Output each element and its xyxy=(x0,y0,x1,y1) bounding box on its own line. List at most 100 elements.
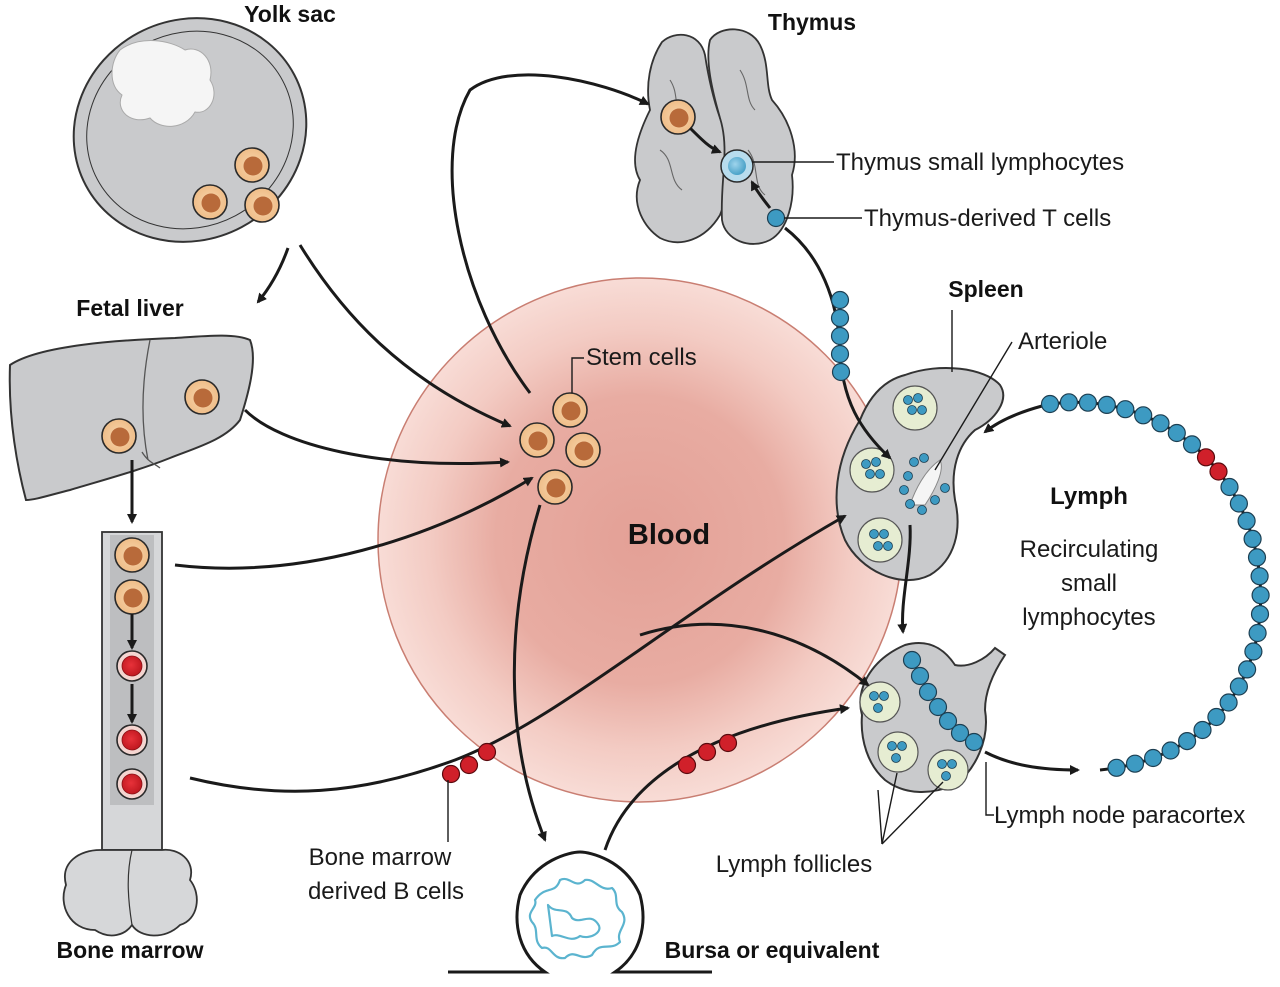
lymph-node-paracortex-label: Lymph node paracortex xyxy=(994,802,1245,829)
b-lymphocyte-icon xyxy=(116,768,148,800)
b-lymphocyte-icon xyxy=(697,742,717,762)
t-lymphocyte-icon xyxy=(1059,393,1079,412)
b-lymphocyte-icon xyxy=(677,755,697,775)
lymph-node xyxy=(859,642,1007,793)
t-lymphocyte-icon xyxy=(830,308,850,328)
t-lymphocyte-icon xyxy=(1250,567,1269,586)
t-lymphocyte-icon xyxy=(1134,406,1153,425)
t-lymphocyte-icon xyxy=(1193,720,1212,740)
arrow-icon xyxy=(256,247,290,304)
stem-cell-icon xyxy=(244,187,280,223)
t-lymphocyte-icon xyxy=(1151,414,1170,433)
t-lymphocyte-icon xyxy=(1219,693,1238,712)
t-lymphocyte-icon xyxy=(1177,731,1197,751)
t-lymphocyte-icon xyxy=(1248,623,1267,643)
t-lymphocyte-icon xyxy=(1250,604,1270,624)
bm-b-cells-label-line1: Bone marrow xyxy=(309,844,452,871)
lymph-recirculation-beads xyxy=(1040,393,1270,777)
arrow-icon xyxy=(688,126,722,154)
leader-lines xyxy=(447,161,1013,845)
yolk-sac xyxy=(72,17,308,243)
t-lymphocyte-icon xyxy=(1243,529,1262,549)
t-lymphocyte-icon xyxy=(1143,748,1163,768)
t-lymphocyte-icon xyxy=(902,650,922,670)
thymus-derived-t-cells-label: Thymus-derived T cells xyxy=(864,205,1111,232)
t-lymphocyte-icon xyxy=(1220,477,1239,497)
stem-cell-icon xyxy=(184,379,220,415)
spleen-label: Spleen xyxy=(948,276,1023,302)
arrow-icon xyxy=(450,73,650,394)
bone-marrow-label: Bone marrow xyxy=(57,937,204,963)
arrow-icon xyxy=(189,514,847,793)
t-lymphocyte-icon xyxy=(831,362,851,382)
recirculating-label-line2: small xyxy=(1061,570,1117,597)
fetal-liver xyxy=(8,334,254,502)
t-lymphocyte-icon xyxy=(1207,707,1226,727)
stem-cell-icon xyxy=(234,147,270,183)
t-lymphocyte-icon xyxy=(1116,400,1135,419)
b-lymphocyte-icon xyxy=(1196,448,1216,467)
lymph-follicles-label: Lymph follicles xyxy=(716,851,873,878)
arrow-icon xyxy=(298,244,512,428)
stem-cell-icon xyxy=(192,184,228,220)
t-lymphocyte-icon xyxy=(830,290,850,310)
b-lymphocyte-icon xyxy=(459,755,479,775)
t-lymphocyte-icon xyxy=(1125,754,1145,773)
fetal-liver-label: Fetal liver xyxy=(76,295,183,321)
bone-marrow xyxy=(62,531,198,937)
arrow-icon xyxy=(174,476,534,570)
stem-cell-icon xyxy=(565,432,601,468)
t-lymphocyte-icon xyxy=(910,666,930,686)
t-lymphocyte-icon xyxy=(1229,677,1249,696)
arrow-icon xyxy=(983,404,1043,434)
recirculating-label-line1: Recirculating xyxy=(1020,536,1159,563)
b-lymphocyte-icon xyxy=(116,724,148,756)
t-lymphocyte-icon xyxy=(1107,758,1126,777)
t-lymphocyte-icon xyxy=(1040,394,1060,414)
stem-cell-icon xyxy=(519,422,555,458)
arrow-icon xyxy=(897,524,912,634)
stem-cell-icon xyxy=(114,537,150,573)
arrow-icon xyxy=(603,704,850,851)
t-lymphocyte-icon xyxy=(766,208,786,228)
bm-b-cells-label-line2: derived B cells xyxy=(308,878,464,905)
stem-cell-icon xyxy=(114,579,150,615)
t-lymphocyte-icon xyxy=(1229,494,1249,513)
t-lymphocyte-icon xyxy=(1237,511,1256,531)
b-lymphocyte-icon xyxy=(477,742,497,762)
t-lymphocyte-icon xyxy=(964,732,984,752)
arrow-icon xyxy=(243,408,510,468)
b-lymphocyte-icon xyxy=(718,733,738,753)
blood-label: Blood xyxy=(628,519,710,551)
b-lymphocyte-icon xyxy=(116,650,148,682)
arteriole-label: Arteriole xyxy=(1018,328,1107,355)
b-lymphocyte-icon xyxy=(441,764,461,784)
thymus xyxy=(634,28,796,245)
stem-cell-icon xyxy=(552,392,588,428)
t-lymphocyte-icon xyxy=(1078,393,1098,412)
thymus-small-lymphocytes-label: Thymus small lymphocytes xyxy=(836,149,1124,176)
recirculating-label-line3: lymphocytes xyxy=(1022,604,1155,631)
stem-cells-label: Stem cells xyxy=(586,344,697,371)
lymph-node-lymphocytes xyxy=(869,650,984,781)
stem-cell-icon xyxy=(537,469,573,505)
t-lymphocyte-icon xyxy=(1097,395,1116,414)
t-lymphocyte-icon xyxy=(1161,741,1180,760)
t-lymphocyte-icon xyxy=(1237,660,1257,679)
t-lymphocyte-icon xyxy=(830,326,850,346)
t-lymphocyte-icon xyxy=(1167,423,1186,443)
t-lymphocyte-icon xyxy=(830,344,850,364)
bursa xyxy=(448,850,712,974)
arrow-icon xyxy=(984,750,1080,775)
arrow-icon xyxy=(512,504,547,842)
bursa-label: Bursa or equivalent xyxy=(665,937,880,963)
yolk-sac-label: Yolk sac xyxy=(244,1,336,27)
t-lymphocyte-icon xyxy=(1244,642,1263,661)
arrow-icon xyxy=(750,180,772,209)
t-lymphocyte-icon xyxy=(1182,435,1202,454)
t-lymphocyte-icon xyxy=(1247,548,1267,567)
t-lymphocyte-icon xyxy=(918,682,938,702)
t-cell-chain-thymus xyxy=(830,290,851,382)
b-lymphocyte-icon xyxy=(1209,462,1228,481)
